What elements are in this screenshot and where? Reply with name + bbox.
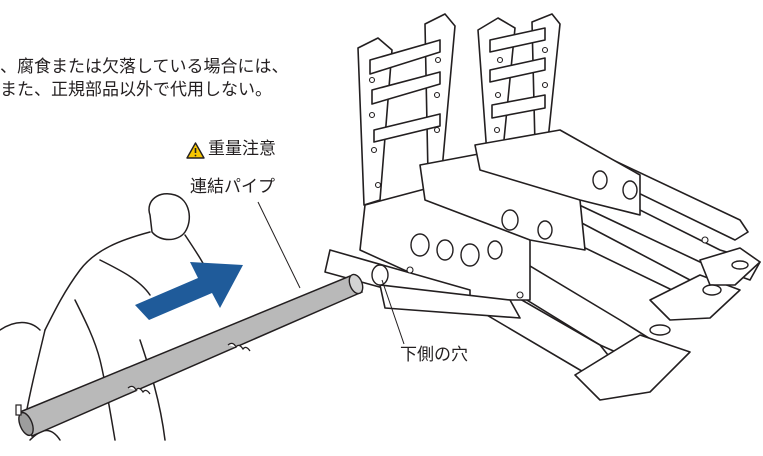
connecting-pipe <box>15 273 364 437</box>
notice-line-2: また、正規部品以外で代用しない。 <box>0 80 272 100</box>
frame-assembly <box>324 13 761 401</box>
rivets <box>368 46 709 299</box>
lower-hole-label: 下側の穴 <box>400 345 468 365</box>
hole-leader-line <box>381 279 405 345</box>
notice-line-1: 、腐食または欠落している場合には、 <box>0 57 289 77</box>
plate-holes <box>371 170 749 336</box>
pipe-leader-line <box>257 201 301 289</box>
heavy-warning-label: 重量注意 <box>208 139 276 159</box>
warning-triangle-icon <box>186 142 205 159</box>
insert-direction-arrow <box>135 262 243 320</box>
connecting-pipe-label: 連結パイプ <box>190 177 275 197</box>
